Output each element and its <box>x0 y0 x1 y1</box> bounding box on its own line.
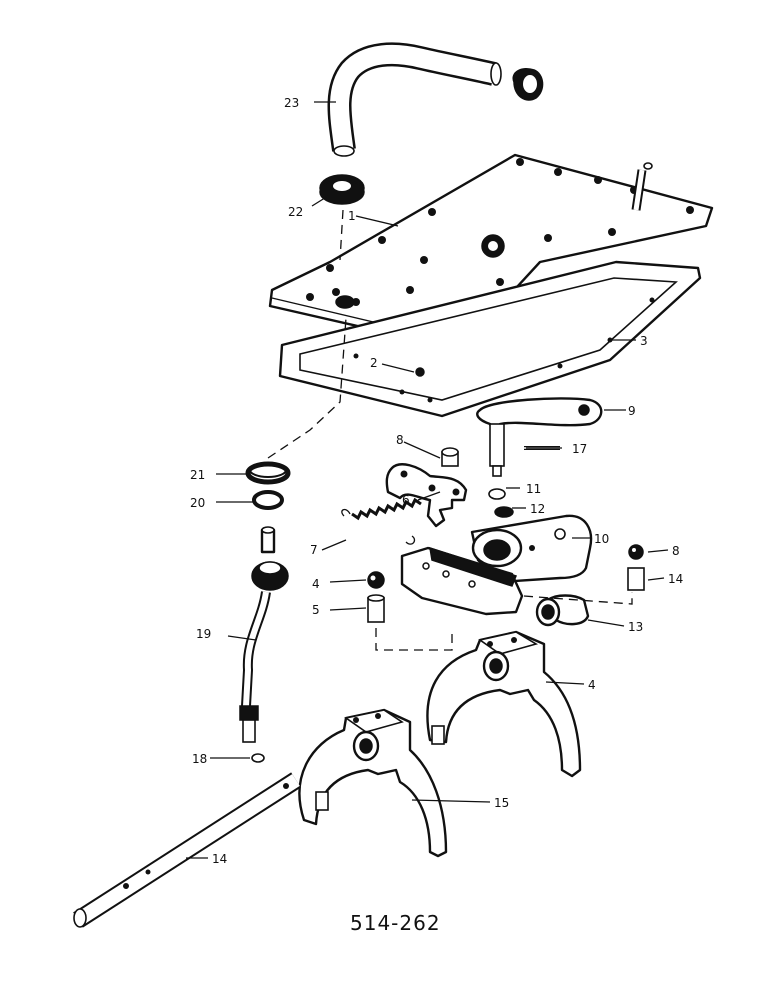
label-17: 17 <box>572 442 587 456</box>
label-7: 7 <box>310 543 318 557</box>
label-4-small: 4 <box>312 577 320 591</box>
breather-hose <box>327 42 502 157</box>
label-15: 15 <box>494 796 509 810</box>
sealing-washer <box>252 490 284 510</box>
detent-spring-right <box>627 567 645 591</box>
label-23: 23 <box>284 96 299 110</box>
label-22: 22 <box>288 205 303 219</box>
detent-ball-right <box>628 544 644 560</box>
shift-fork-upper <box>426 630 582 778</box>
drawing-number: 514-262 <box>350 911 441 935</box>
callout-labels: 23 22 1 2 3 9 17 11 12 8 6 7 10 8 14 5 1… <box>190 96 683 866</box>
o-ring <box>488 488 506 500</box>
shift-fork-lower <box>298 708 448 858</box>
label-9: 9 <box>628 404 636 418</box>
screw <box>415 367 425 377</box>
cover-gasket <box>278 260 702 418</box>
label-20: 20 <box>190 496 205 510</box>
label-14-lower: 14 <box>212 852 227 866</box>
label-19: 19 <box>196 627 211 641</box>
label-12: 12 <box>530 502 545 516</box>
oil-pipe <box>239 526 289 743</box>
top-cover-plate <box>268 153 714 352</box>
label-8-upper: 8 <box>396 433 404 447</box>
hose-clamp <box>512 68 544 101</box>
gate-block <box>400 546 524 616</box>
label-5: 5 <box>312 603 320 617</box>
breather-pipe-stub <box>631 162 653 211</box>
label-8-right: 8 <box>672 544 680 558</box>
label-3: 3 <box>640 334 648 348</box>
cover-bolt-holes <box>306 158 694 344</box>
selector-housing <box>470 514 593 584</box>
label-13: 13 <box>628 620 643 634</box>
assembly-dash-lines <box>267 209 633 651</box>
label-1: 1 <box>348 209 356 223</box>
detent-spring-left <box>367 594 385 623</box>
leader-lines <box>186 101 669 859</box>
retaining-clip <box>245 461 291 485</box>
tension-spring <box>341 497 422 545</box>
label-18: 18 <box>192 752 207 766</box>
label-6: 6 <box>402 493 410 507</box>
rubber-grommet <box>319 174 365 205</box>
bushing-upper <box>441 447 459 467</box>
shift-rail <box>73 772 301 928</box>
label-4-upper: 4 <box>588 678 596 692</box>
shift-lever <box>476 397 603 477</box>
label-14-right: 14 <box>668 572 683 586</box>
label-2: 2 <box>370 356 378 370</box>
detent-housing <box>535 594 590 627</box>
detent-ball-left <box>367 571 385 589</box>
label-11: 11 <box>526 482 541 496</box>
label-21: 21 <box>190 468 205 482</box>
label-10: 10 <box>594 532 609 546</box>
pipe-o-ring <box>251 753 265 763</box>
interlock-plate <box>385 463 468 528</box>
washer <box>494 506 514 518</box>
